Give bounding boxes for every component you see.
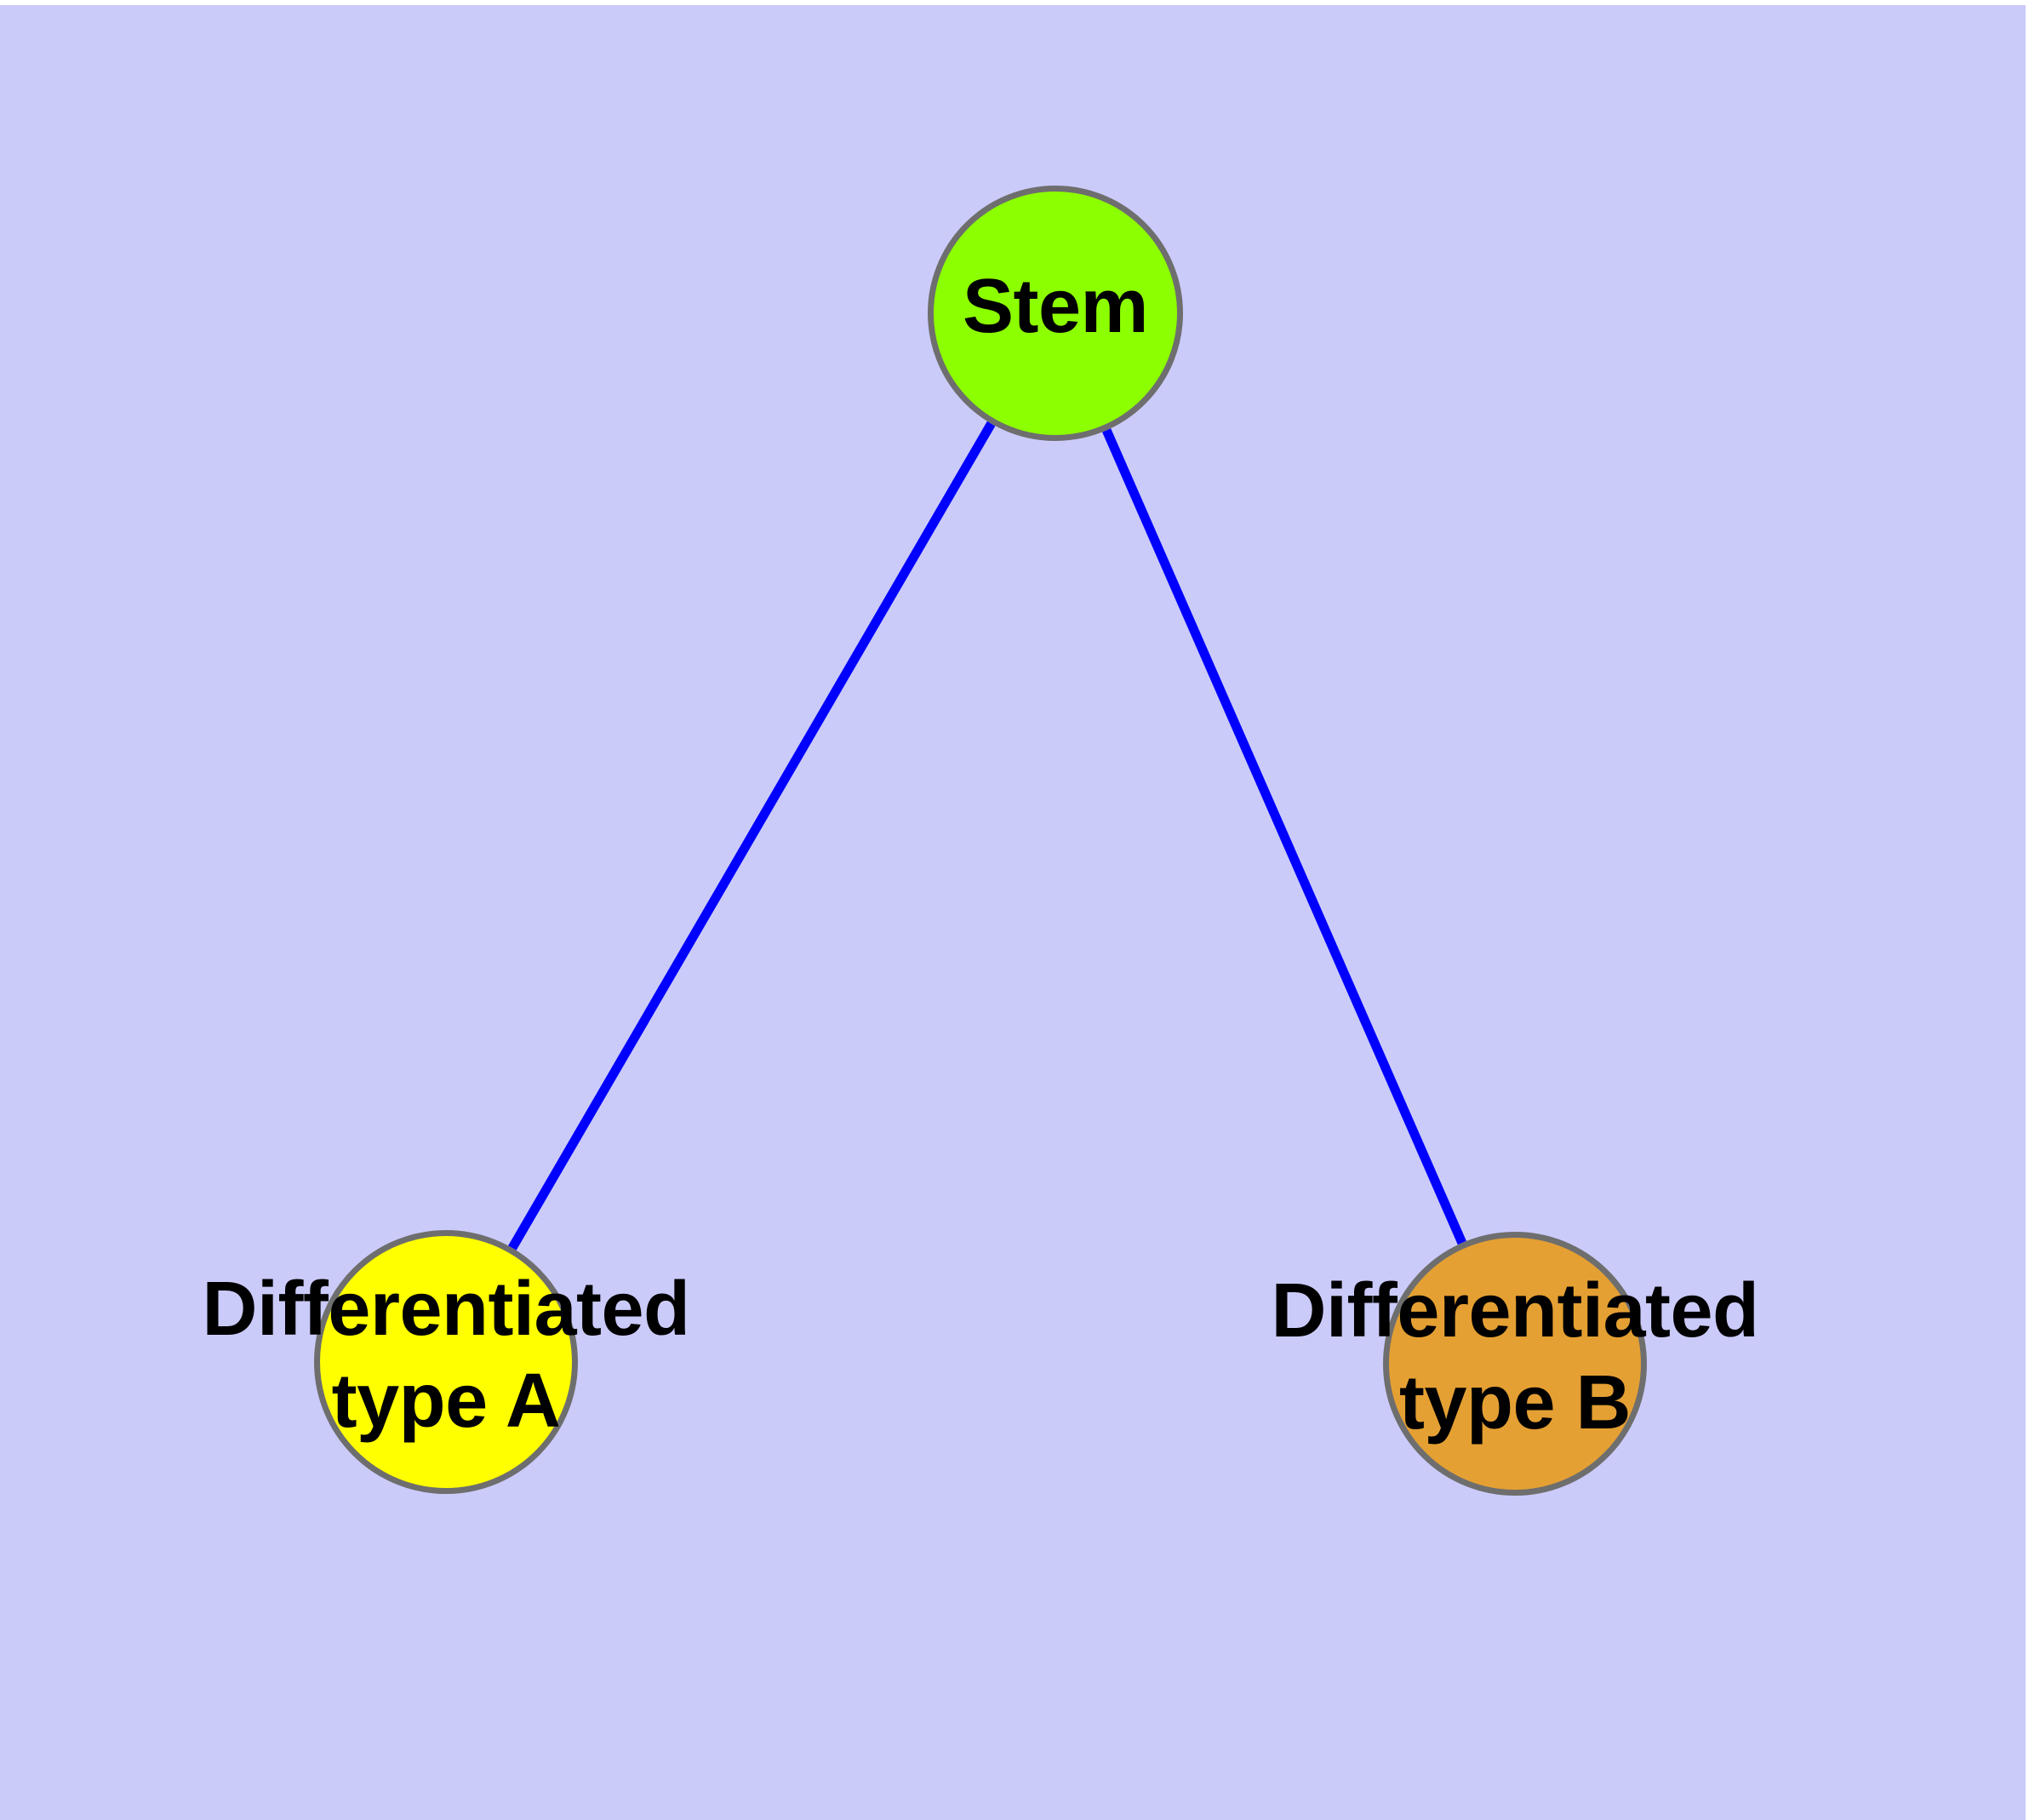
- graph-node-diff_a[interactable]: [314, 1230, 578, 1494]
- nodes-layer: [314, 186, 1647, 1496]
- graph-node-diff_b[interactable]: [1383, 1232, 1647, 1496]
- graph-edge[interactable]: [1102, 428, 1466, 1245]
- graph-node-stem[interactable]: [928, 186, 1183, 441]
- edges-layer: [508, 421, 1466, 1251]
- graph-edge[interactable]: [508, 421, 996, 1251]
